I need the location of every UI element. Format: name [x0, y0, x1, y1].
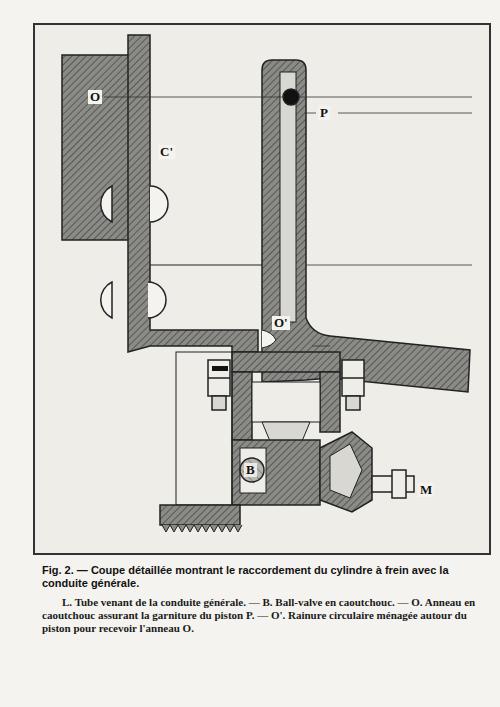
- thread-tooth: [162, 525, 170, 532]
- callout-letter: B: [244, 463, 257, 477]
- thread-tooth: [218, 525, 226, 532]
- cylinder-wall: [62, 35, 262, 352]
- piston: [262, 60, 470, 392]
- callout-letter: O: [88, 90, 102, 104]
- thread-tooth: [194, 525, 202, 532]
- inlet-tube: [160, 505, 240, 525]
- thread-tooth: [202, 525, 210, 532]
- figure-frame: [34, 24, 490, 554]
- thread-tooth: [186, 525, 194, 532]
- callout-letter: C': [158, 145, 175, 159]
- leader-lines: [104, 97, 472, 346]
- thread-tooth: [170, 525, 178, 532]
- thread-tooth: [226, 525, 234, 532]
- callout-letter: M: [418, 483, 434, 497]
- callout-letter: P: [318, 106, 330, 120]
- valve-body: [176, 352, 414, 512]
- figure-caption: Fig. 2. — Coupe détaillée montrant le ra…: [42, 564, 482, 590]
- thread-tooth: [178, 525, 186, 532]
- figure-key: L. Tube venant de la conduite générale. …: [42, 596, 482, 635]
- tube-thread: [162, 525, 242, 532]
- thread-tooth: [210, 525, 218, 532]
- thread-tooth: [234, 525, 242, 532]
- callout-letter: O': [272, 316, 290, 330]
